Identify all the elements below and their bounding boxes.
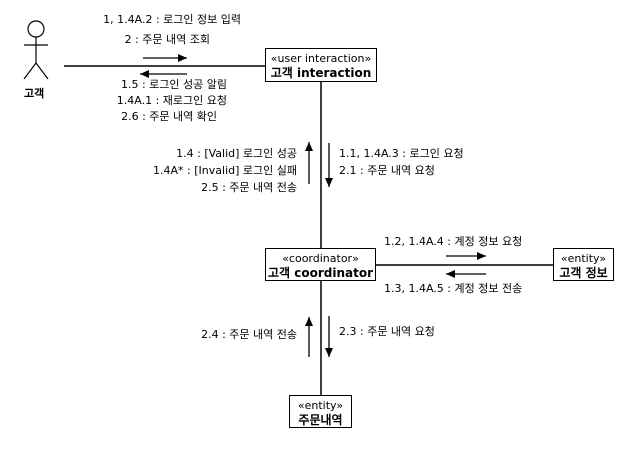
user-interaction-box: «user interaction» 고객 interaction [265, 48, 377, 82]
actor-label: 고객 [24, 87, 45, 100]
actor-figure [23, 20, 49, 80]
msg-coord-to-info: 1.2, 1.4A.4 : 계정 정보 요청 [384, 235, 523, 248]
msg-coord-to-ui-1: 1.4 : [Valid] 로그인 성공 [176, 147, 297, 160]
msg-coord-to-ui-2: 1.4A* : [Invalid] 로그인 실패 [153, 164, 297, 177]
msg-ui-to-actor-1: 1.5 : 로그인 성공 알림 [120, 78, 227, 91]
box-stereotype: «coordinator» [282, 252, 359, 265]
box-name: 고객 interaction [270, 66, 372, 80]
box-stereotype: «entity» [560, 252, 607, 265]
msg-actor-to-ui-1: 1, 1.4A.2 : 로그인 정보 입력 [103, 13, 241, 26]
msg-coord-to-order: 2.3 : 주문 내역 요청 [339, 325, 435, 338]
msg-ui-to-coord-2: 2.1 : 주문 내역 요청 [339, 164, 435, 177]
box-stereotype: «entity» [297, 399, 344, 412]
box-name: 주문내역 [298, 413, 343, 427]
msg-ui-to-actor-2: 1.4A.1 : 재로그인 요청 [116, 94, 227, 107]
customer-info-entity-box: «entity» 고객 정보 [553, 248, 614, 281]
coordinator-box: «coordinator» 고객 coordinator [265, 248, 376, 281]
msg-actor-to-ui-2: 2 : 주문 내역 조회 [124, 33, 210, 46]
box-name: 고객 정보 [559, 266, 608, 280]
association-lines [64, 65, 553, 395]
msg-ui-to-coord-1: 1.1, 1.4A.3 : 로그인 요청 [339, 147, 464, 160]
msg-ui-to-actor-3: 2.6 : 주문 내역 확인 [121, 110, 217, 123]
msg-info-to-coord: 1.3, 1.4A.5 : 계정 정보 전송 [384, 282, 523, 295]
box-name: 고객 coordinator [267, 266, 374, 280]
box-stereotype: «user interaction» [270, 52, 372, 65]
msg-coord-to-ui-3: 2.5 : 주문 내역 전송 [201, 181, 297, 194]
msg-order-to-coord: 2.4 : 주문 내역 전송 [201, 328, 297, 341]
order-history-entity-box: «entity» 주문내역 [289, 395, 352, 428]
